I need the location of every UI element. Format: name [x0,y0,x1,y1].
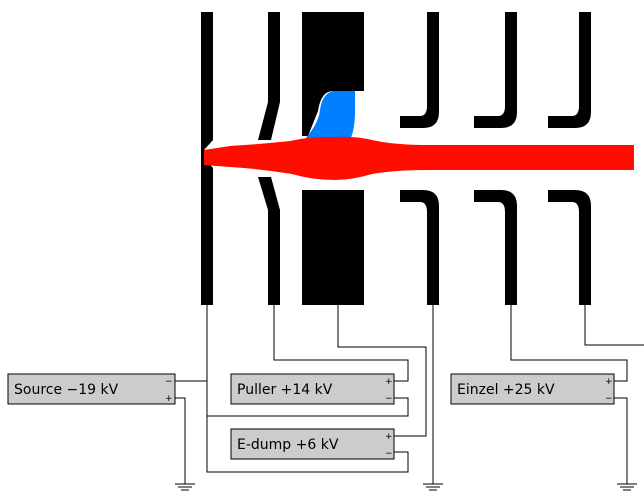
ground-electrode-lower [400,190,439,305]
edump-supply-label: E-dump +6 kV [237,437,339,453]
puller-plus-terminal: + [385,377,393,387]
electron-beam [296,91,355,148]
source-supply-label: Source −19 kV [14,382,119,398]
edump-electrode-lower [302,190,364,305]
einzel-supply-label: Einzel +25 kV [457,382,555,398]
ground-electrode-upper [400,12,439,128]
ground-symbol [175,483,195,491]
puller-minus-terminal: − [385,394,393,404]
edump-electrode-upper [302,12,364,136]
einzel-minus-terminal: − [605,394,613,404]
wiring [175,305,644,484]
end-electrode-lower [548,190,591,305]
puller-supply-label: Puller +14 kV [237,382,333,398]
edump-plus-terminal: + [385,432,393,442]
edump-minus-terminal: − [385,449,393,459]
source-electrode [201,12,213,305]
ground-symbol [423,483,443,491]
einzel-plus-terminal: + [605,377,613,387]
ground-symbol [617,483,637,491]
puller-supply: Puller +14 kV + − [230,373,395,405]
end-electrode-upper [548,12,591,128]
einzel-electrode-lower [474,190,517,305]
ion-beam [204,136,634,180]
einzel-electrode-upper [474,12,517,128]
source-supply: Source −19 kV − + [7,373,176,405]
einzel-supply: Einzel +25 kV + − [450,373,615,405]
edump-supply: E-dump +6 kV + − [230,428,395,460]
source-minus-terminal: − [165,377,173,387]
source-plus-terminal: + [165,394,173,404]
puller-electrode-lower [258,177,280,305]
puller-electrode-upper [258,12,280,140]
